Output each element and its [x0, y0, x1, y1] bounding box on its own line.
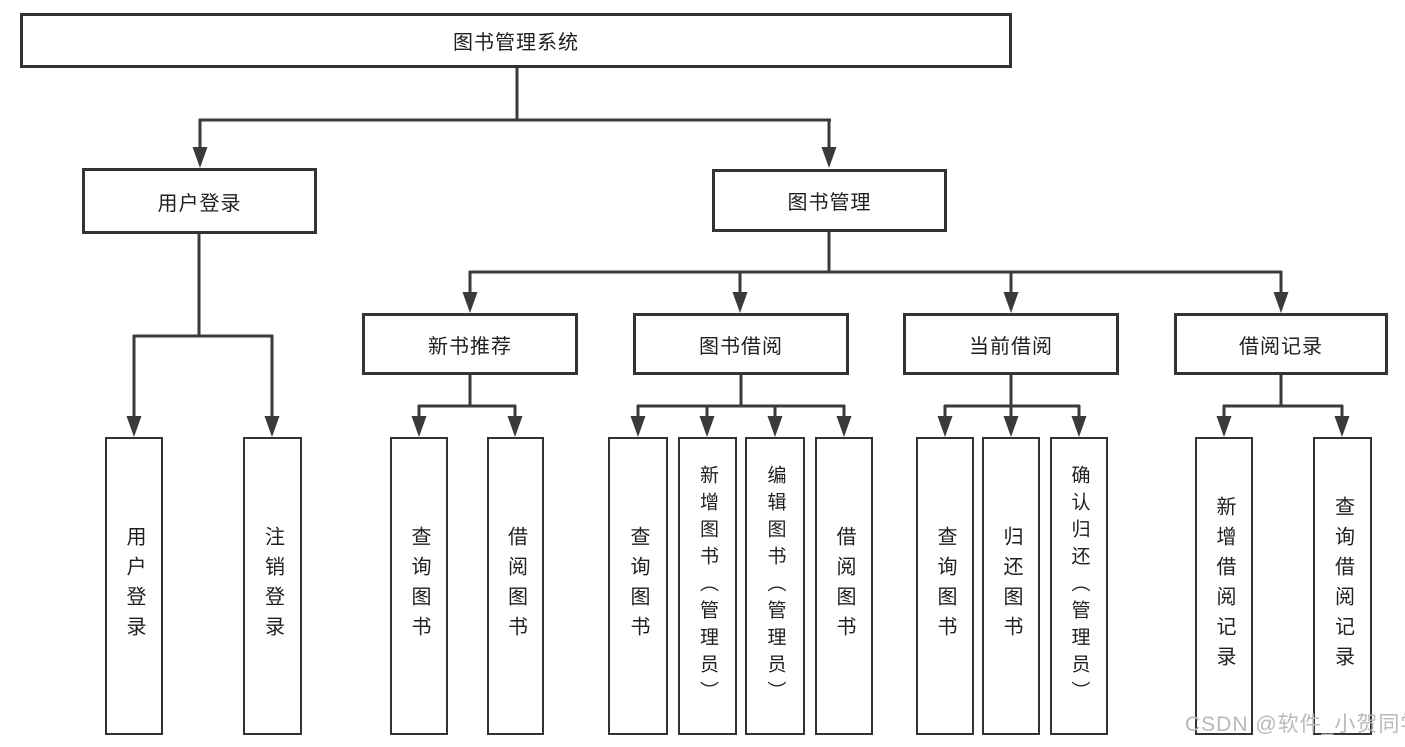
node-book-borrowing-label: 图书借阅: [699, 335, 783, 358]
leaf-add-borrow-record-label: 新增借阅记录: [1213, 496, 1235, 676]
leaf-return-books: 归还图书: [982, 437, 1040, 735]
arrowhead-icon: [937, 416, 953, 437]
arrowhead-icon: [126, 416, 142, 437]
leaf-logout: 注销登录: [243, 437, 302, 735]
node-root: 图书管理系统: [20, 13, 1012, 68]
leaf-confirm-return-admin: 确认归还（管理员）: [1050, 437, 1108, 735]
leaf-add-books-admin: 新增图书（管理员）: [678, 437, 737, 735]
arrowhead-icon: [1071, 416, 1087, 437]
node-user-login-label: 用户登录: [157, 192, 242, 215]
node-book-management-label: 图书管理: [787, 192, 872, 214]
leaf-confirm-return-admin-label: 确认归还（管理员）: [1068, 464, 1090, 708]
leaf-query-books-3-label: 查询图书: [934, 526, 956, 646]
leaf-logout-label: 注销登录: [261, 526, 284, 646]
node-user-login: 用户登录: [82, 168, 317, 234]
node-book-borrowing: 图书借阅: [633, 313, 849, 375]
leaf-query-books-2-label: 查询图书: [627, 526, 649, 646]
leaf-query-books-1: 查询图书: [390, 437, 448, 735]
leaf-user-login-label: 用户登录: [123, 526, 145, 646]
node-borrowing-records: 借阅记录: [1174, 313, 1388, 375]
arrowhead-icon: [630, 416, 646, 437]
leaf-edit-books-admin-label: 编辑图书（管理员）: [764, 464, 786, 708]
node-current-borrowing-label: 当前借阅: [969, 335, 1053, 358]
leaf-edit-books-admin: 编辑图书（管理员）: [745, 437, 805, 735]
leaf-return-books-label: 归还图书: [1000, 526, 1022, 646]
leaf-query-borrow-record: 查询借阅记录: [1313, 437, 1372, 735]
node-new-book-recommend-label: 新书推荐: [428, 335, 512, 358]
arrowhead-icon: [264, 416, 280, 437]
arrowhead-icon: [462, 292, 478, 313]
arrowhead-icon: [699, 416, 715, 437]
node-borrowing-records-label: 借阅记录: [1239, 335, 1323, 358]
leaf-query-books-1-label: 查询图书: [408, 526, 430, 646]
arrowhead-icon: [732, 292, 748, 313]
leaf-borrow-books-2: 借阅图书: [815, 437, 873, 735]
arrowhead-icon: [192, 147, 208, 168]
arrowhead-icon: [836, 416, 852, 437]
arrowhead-icon: [767, 416, 783, 437]
arrowhead-icon: [1003, 292, 1019, 313]
connector: [198, 68, 831, 149]
arrowhead-icon: [1273, 292, 1289, 313]
leaf-add-books-admin-label: 新增图书（管理员）: [697, 464, 718, 708]
arrowhead-icon: [507, 416, 523, 437]
arrowhead-icon: [411, 416, 427, 437]
connector: [417, 375, 517, 417]
leaf-borrow-books-2-label: 借阅图书: [833, 526, 855, 646]
connector: [943, 375, 1081, 417]
leaf-add-borrow-record: 新增借阅记录: [1195, 437, 1253, 735]
node-new-book-recommend: 新书推荐: [362, 313, 578, 375]
node-current-borrowing: 当前借阅: [903, 313, 1119, 375]
connector: [636, 375, 846, 417]
node-book-management: 图书管理: [712, 169, 947, 232]
arrowhead-icon: [1216, 416, 1232, 437]
leaf-borrow-books-1: 借阅图书: [487, 437, 544, 735]
arrowhead-icon: [1003, 416, 1019, 437]
leaf-query-borrow-record-label: 查询借阅记录: [1331, 496, 1354, 676]
connector: [468, 232, 1283, 293]
connector: [132, 234, 274, 417]
leaf-user-login: 用户登录: [105, 437, 163, 735]
node-root-label: 图书管理系统: [453, 32, 579, 54]
leaf-query-books-3: 查询图书: [916, 437, 974, 735]
leaf-query-books-2: 查询图书: [608, 437, 668, 735]
arrowhead-icon: [821, 147, 837, 168]
leaf-borrow-books-1-label: 借阅图书: [504, 526, 527, 646]
csdn-watermark: CSDN @软件_小贺同学: [1185, 713, 1405, 736]
arrowhead-icon: [1334, 416, 1350, 437]
connector: [1222, 375, 1344, 417]
